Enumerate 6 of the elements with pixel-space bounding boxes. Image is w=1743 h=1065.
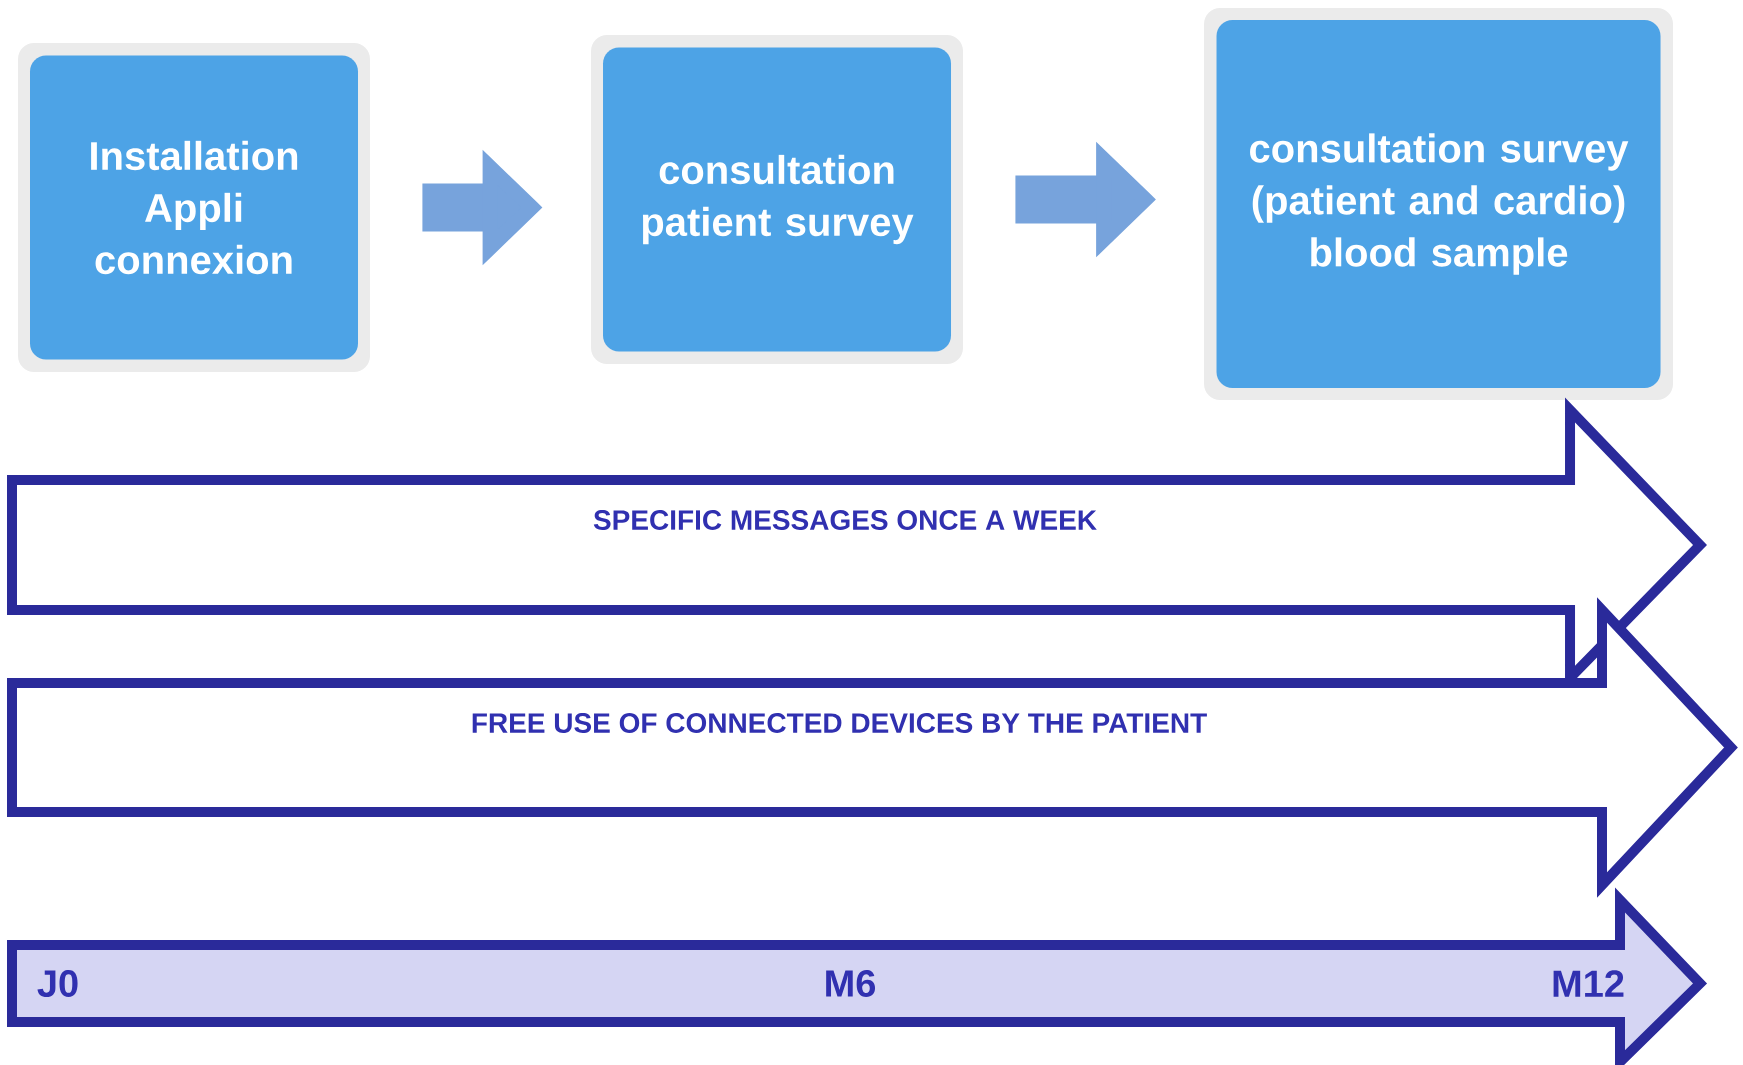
banner: FREE USE OF CONNECTED DEVICES BY THE PATIENT <box>7 597 1738 898</box>
node-label: FREE USE OF CONNECTED DEVICES BY THE PATIENT <box>472 713 1207 733</box>
process-box: Installation Appli connexion <box>18 43 370 372</box>
process-box: consultation survey (patient and cardio) blood sample <box>1204 8 1674 400</box>
process-box: consultation patient survey <box>591 35 963 364</box>
banner: SPECIFIC MESSAGES ONCE A WEEK <box>7 397 1707 691</box>
